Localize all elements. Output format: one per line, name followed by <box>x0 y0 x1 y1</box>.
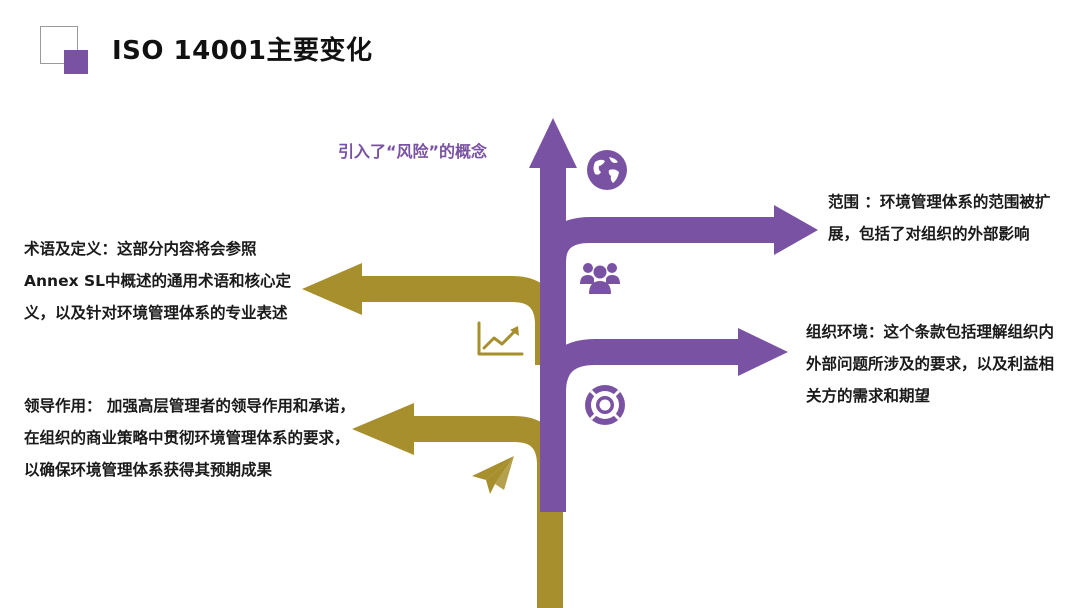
purple-arrowhead-context <box>738 328 788 376</box>
gold-arrowhead-terms <box>302 263 362 315</box>
leadership-label: 领导作用： <box>24 397 102 415</box>
terms-label: 术语及定义： <box>24 240 118 258</box>
group-icon <box>579 258 621 300</box>
leadership-description: 加强高层管理者的领导作用和承诺，在组织的商业策略中贯彻环境管理体系的要求，以确保… <box>24 397 355 479</box>
gold-arrowhead-leadership <box>352 403 414 455</box>
context-text-block: 组织环境：这个条款包括理解组织内外部问题所涉及的要求，以及利益相关方的需求和期望 <box>806 316 1062 412</box>
leadership-text-block: 领导作用： 加强高层管理者的领导作用和承诺，在组织的商业策略中贯彻环境管理体系的… <box>24 390 356 486</box>
terms-description: 这部分内容将会参照Annex SL中概述的通用术语和核心定义，以及针对环境管理体… <box>24 240 292 322</box>
scope-label: 范围 ： <box>828 193 880 211</box>
globe-icon <box>585 148 629 196</box>
title-square-outline <box>40 26 78 64</box>
paper-plane-icon <box>470 454 516 502</box>
purple-arrowhead-up <box>529 118 577 168</box>
title-square-icon <box>40 26 90 76</box>
context-label: 组织环境： <box>806 323 884 341</box>
purple-arrowhead-scope <box>774 205 818 255</box>
risk-concept-label: 引入了“风险”的概念 <box>338 142 488 161</box>
purple-arrow-context <box>540 339 740 393</box>
purple-arrow-scope <box>540 217 776 263</box>
title-square-fill <box>64 50 88 74</box>
scope-text-block: 范围 ：环境管理体系的范围被扩展，包括了对组织的外部影响 <box>828 186 1060 250</box>
trend-chart-icon <box>476 320 524 362</box>
context-description: 这个条款包括理解组织内外部问题所涉及的要求，以及利益相关方的需求和期望 <box>806 323 1055 405</box>
page-title: ISO 14001主要变化 <box>112 36 373 66</box>
scope-description: 环境管理体系的范围被扩展，包括了对组织的外部影响 <box>828 193 1051 243</box>
terms-text-block: 术语及定义：这部分内容将会参照Annex SL中概述的通用术语和核心定义，以及针… <box>24 233 296 329</box>
lifebuoy-icon <box>583 383 627 431</box>
